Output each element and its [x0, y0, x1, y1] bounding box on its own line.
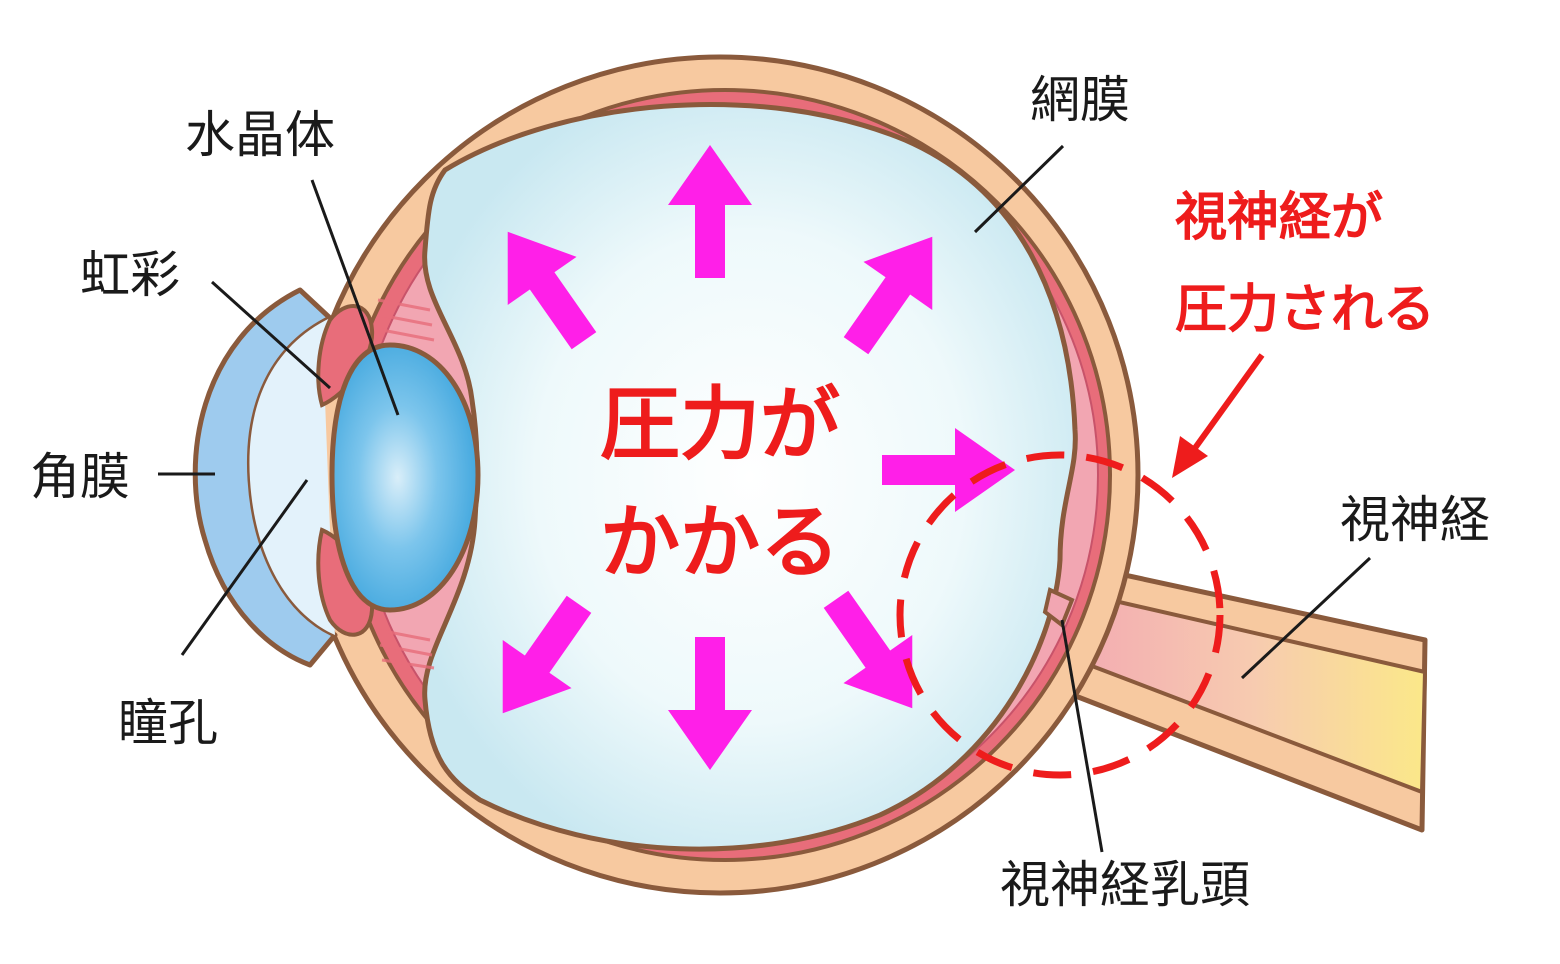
lens-leader	[310, 179, 400, 416]
label-cornea: 角膜	[30, 448, 130, 506]
pupil-leader	[180, 479, 309, 656]
label-iris: 虹彩	[80, 246, 180, 304]
arrow-down-right-icon	[823, 590, 913, 709]
label-lens: 水晶体	[185, 106, 335, 164]
lens	[329, 342, 481, 613]
anterior-chamber	[249, 318, 335, 635]
optic-nerve-leader	[1240, 556, 1372, 680]
label-optic-disc: 視神経乳頭	[1000, 856, 1250, 914]
callout-arrow-icon	[1172, 353, 1265, 478]
arrow-down-icon	[668, 637, 752, 770]
optic-disc-leader	[1060, 619, 1104, 853]
label-retina: 網膜	[1030, 71, 1130, 129]
ciliary-zonules	[377, 298, 435, 670]
arrow-up-icon	[668, 145, 752, 278]
arrow-down-left-icon	[502, 595, 592, 714]
optic-disc-highlight	[896, 451, 1224, 779]
pressure-callout-line2: かかる	[600, 496, 840, 589]
leader-lines	[158, 144, 1372, 853]
pressure-callout-line1: 圧力が	[600, 378, 840, 471]
nerve-callout-line1: 視神経が	[1175, 188, 1384, 248]
iris-leader	[210, 280, 332, 390]
label-optic-nerve: 視神経	[1340, 491, 1490, 549]
arrow-right-icon	[882, 428, 1015, 512]
retina-leader	[973, 144, 1065, 234]
label-pupil: 瞳孔	[118, 694, 218, 752]
arrow-up-right-icon	[843, 236, 933, 355]
pressure-arrows	[502, 145, 1015, 770]
nerve-callout-line2: 圧力される	[1175, 280, 1436, 340]
arrow-up-left-icon	[507, 231, 597, 350]
